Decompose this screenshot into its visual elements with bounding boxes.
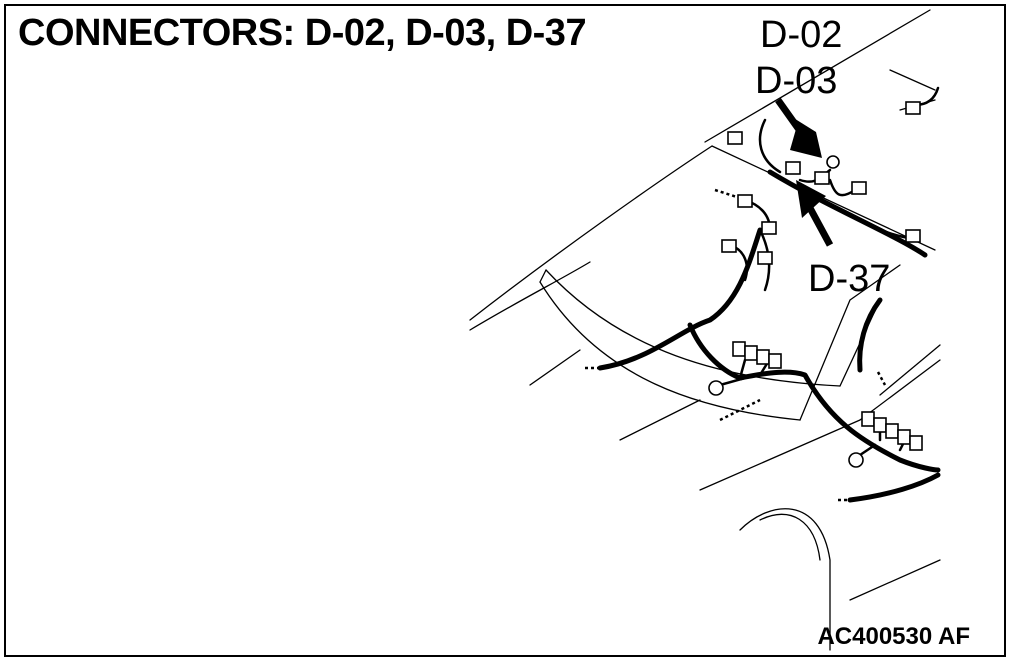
diagram-title: CONNECTORS: D-02, D-03, D-37 bbox=[18, 12, 587, 54]
diagram-frame bbox=[4, 4, 1006, 657]
connector-block-right bbox=[861, 411, 923, 451]
arrow-d37 bbox=[796, 180, 834, 247]
arrow-d03 bbox=[775, 97, 822, 158]
vehicle-body-outline bbox=[469, 9, 941, 651]
reference-code: AC400530 AF bbox=[817, 623, 970, 650]
connectors bbox=[708, 101, 923, 468]
pointer-arrows bbox=[775, 97, 834, 247]
label-d02: D-02 bbox=[760, 14, 843, 56]
label-d03: D-03 bbox=[755, 60, 838, 102]
connector-d03 bbox=[785, 161, 801, 175]
connector-block-center bbox=[732, 341, 782, 369]
label-d37: D-37 bbox=[808, 258, 891, 300]
